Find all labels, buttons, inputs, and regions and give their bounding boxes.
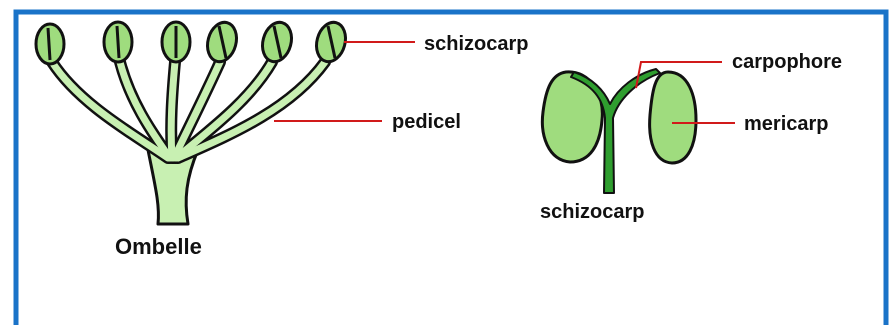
carpophore-label: carpophore bbox=[732, 51, 842, 73]
schizocarp-label-bottom: schizocarp bbox=[540, 201, 644, 223]
pedicel-label: pedicel bbox=[392, 111, 461, 133]
schizocarp-drawing bbox=[542, 69, 696, 193]
umbel-fruits bbox=[36, 19, 350, 65]
pedicel-rays bbox=[52, 62, 325, 158]
schizocarp-label-top: schizocarp bbox=[424, 33, 528, 55]
fruit-5 bbox=[258, 19, 295, 65]
mericarp-right bbox=[650, 72, 696, 163]
fruit-3 bbox=[162, 22, 190, 62]
mericarp-label: mericarp bbox=[744, 113, 829, 135]
fruit-2 bbox=[104, 22, 132, 62]
ombelle-label: Ombelle bbox=[115, 234, 202, 259]
fruit-4 bbox=[203, 19, 240, 65]
fruit-1 bbox=[36, 24, 64, 64]
